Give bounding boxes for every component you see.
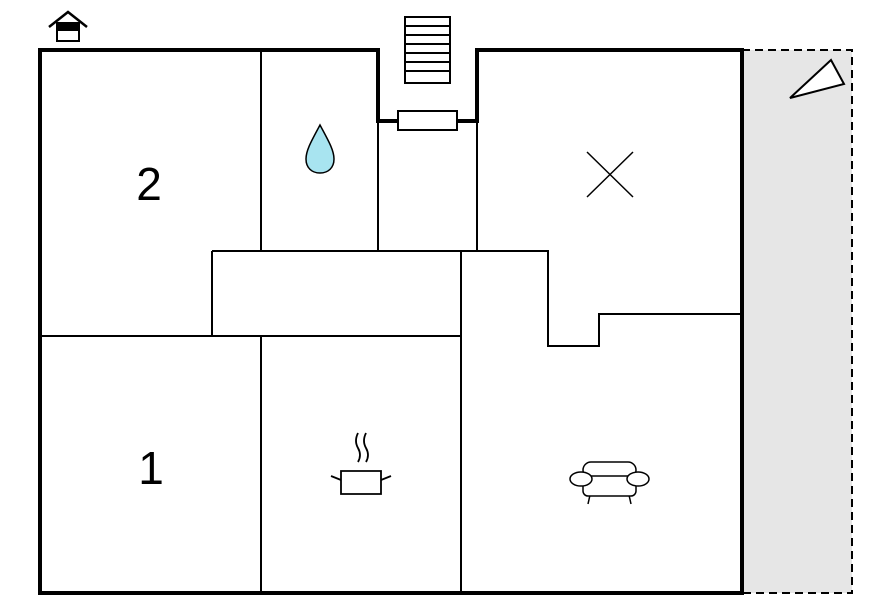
- interior-walls: [40, 50, 742, 593]
- water-drop-icon: [305, 123, 335, 174]
- cross-icon: [586, 151, 634, 198]
- room-label-2: 2: [136, 158, 162, 210]
- terrace-area: [742, 50, 852, 593]
- cooking-pot-icon: [330, 432, 392, 495]
- house-entrance-icon: [48, 10, 88, 42]
- terrace-outline: [742, 49, 853, 594]
- sofa-icon: [569, 461, 650, 505]
- stairs-icon: [404, 16, 451, 84]
- terrace-orientation-icon: [789, 58, 846, 99]
- room-label-1: 1: [138, 442, 164, 494]
- wall-hall-top: [212, 250, 742, 347]
- terrace: [742, 49, 853, 594]
- window: [397, 110, 458, 131]
- exterior-walls: [38, 48, 744, 595]
